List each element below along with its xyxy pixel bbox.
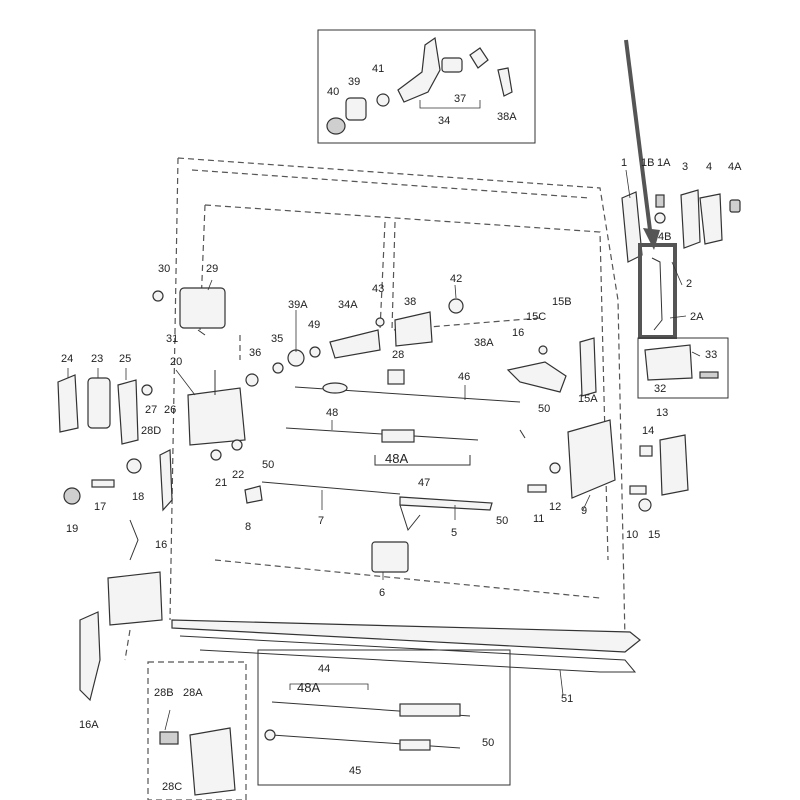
label-1: 1 [621,157,627,169]
label-11: 11 [533,513,544,525]
label-51: 51 [561,693,573,705]
label-9: 9 [581,505,587,517]
label-38A-mid: 38A [474,337,494,349]
label-34: 34 [438,115,450,127]
label-5: 5 [451,527,457,539]
label-17: 17 [94,501,106,513]
label-35: 35 [271,333,283,345]
sill-strip [171,619,641,673]
label-16-left: 16 [155,539,167,551]
label-48: 48 [326,407,338,419]
label-39A: 39A [288,299,308,311]
label-7: 7 [318,515,324,527]
label-10: 10 [626,529,638,541]
centre-parts [245,298,526,573]
label-50-c: 50 [496,515,508,527]
label-50-d: 50 [482,737,494,749]
label-38: 38 [404,296,416,308]
pointer-arrow [624,39,660,250]
label-2: 2 [686,278,692,290]
label-47: 47 [418,477,430,489]
label-37: 37 [454,93,466,105]
label-44: 44 [318,663,330,675]
label-15C: 15C [526,311,546,323]
label-1A: 1A [657,157,671,169]
label-39: 39 [348,76,360,88]
label-19: 19 [66,523,78,535]
label-25: 25 [119,353,131,365]
label-48A-mid: 48A [385,451,408,466]
label-15B: 15B [552,296,572,308]
label-4A: 4A [728,161,742,173]
cable-box [257,649,511,786]
label-15: 15 [648,529,660,541]
label-18: 18 [132,491,144,503]
label-34A: 34A [338,299,358,311]
label-20: 20 [170,356,182,368]
label-16-right: 16 [512,327,524,339]
label-27: 27 [145,404,157,416]
label-4B: 4B [658,231,671,243]
label-13: 13 [656,407,668,419]
label-15A: 15A [578,393,598,405]
label-28C: 28C [162,781,182,793]
label-28B: 28B [154,687,174,699]
label-1B: 1B [641,157,654,169]
label-29: 29 [206,263,218,275]
label-2A: 2A [690,311,704,323]
label-38A-top: 38A [497,111,517,123]
label-49: 49 [308,319,320,331]
label-8: 8 [245,521,251,533]
label-23: 23 [91,353,103,365]
label-30: 30 [158,263,170,275]
label-46: 46 [458,371,470,383]
label-22: 22 [232,469,244,481]
label-36: 36 [249,347,261,359]
label-41: 41 [372,63,384,75]
label-28D: 28D [141,425,161,437]
label-48A-bottom: 48A [297,680,320,695]
label-40: 40 [327,86,339,98]
hinge-assembly [621,189,741,263]
label-33: 33 [705,349,717,361]
highlight-part-2 [638,243,677,339]
label-42: 42 [450,273,462,285]
label-43: 43 [372,283,384,295]
label-12: 12 [549,501,561,513]
label-3: 3 [682,161,688,173]
label-16A: 16A [79,719,99,731]
label-32: 32 [654,383,666,395]
striker-box [637,337,729,399]
label-28: 28 [392,349,404,361]
part-labels: 40 39 41 37 34 38A 1 1B 1A 3 4 4A 4B 2 2… [61,63,742,793]
label-6: 6 [379,587,385,599]
lock-cylinder-inset [317,29,536,144]
label-45: 45 [349,765,361,777]
leader-lines [67,169,701,731]
left-parts [57,287,263,702]
label-14: 14 [642,425,654,437]
label-4: 4 [706,161,712,173]
label-50-a: 50 [538,403,550,415]
label-26: 26 [164,404,176,416]
label-24: 24 [61,353,73,365]
right-centre-parts [506,337,689,512]
lower-lock-inset [147,661,247,800]
label-50-b: 50 [262,459,274,471]
label-31: 31 [166,333,178,345]
label-21: 21 [215,477,227,489]
label-28A: 28A [183,687,203,699]
